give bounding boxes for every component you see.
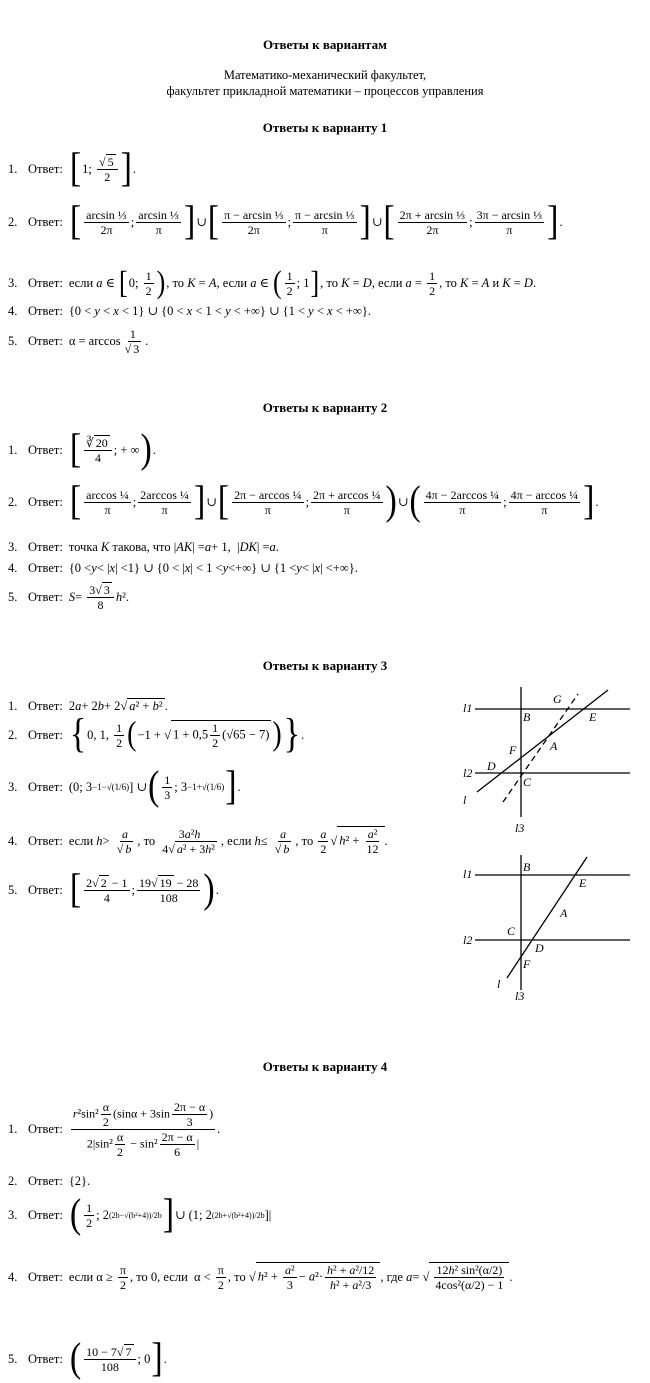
variant-3-title: Ответы к варианту 3 [262,658,388,673]
svg-text:A: A [559,906,568,920]
geometry-figure-1: l1 l2 l l3 B G E F A D C [463,687,630,835]
variant-2-answer-4: 4. Ответ: {0 < y < |x| <1} ∪ {0 < |x| < … [8,560,358,576]
variant-2-answer-3: 3. Ответ: точка K такова, что |AK| = a +… [8,540,279,554]
variant-2-title: Ответы к варианту 2 [262,400,388,415]
faculty-line-1: Математико-механический факультет, [223,68,427,82]
label-A: A [549,739,558,753]
label-l1: l1 [463,701,472,715]
svg-text:C: C [507,924,516,938]
variant-4-title: Ответы к варианту 4 [262,1059,388,1074]
variant-4-answer-2: 2. Ответ: {2}. [8,1174,91,1188]
svg-text:E: E [578,876,587,890]
label-l: l [463,793,467,807]
label-G: G [553,692,562,706]
label-l2: l2 [463,766,472,780]
variant-1-answer-4: 4. Ответ: {0 < y < x < 1} ∪ {0 < x < 1 <… [8,303,371,319]
label-D: D [486,759,496,773]
page-title: Ответы к вариантам [263,37,387,52]
label-l3: l3 [515,821,524,835]
svg-text:l1: l1 [463,867,472,881]
label-B: B [523,710,531,724]
svg-text:l2: l2 [463,933,472,947]
svg-text:l: l [497,977,501,991]
svg-text:F: F [522,957,531,971]
label-C: C [523,775,532,789]
geometry-figure-2: l1 l2 l l3 B E A C D F [463,855,630,1003]
svg-text:l3: l3 [515,989,524,1003]
label-E: E [588,710,597,724]
answer-label: Ответ: [28,161,63,176]
variant-1-title: Ответы к варианту 1 [262,120,388,135]
svg-text:B: B [523,860,531,874]
answer-number: 1. [8,161,18,176]
faculty-line-2: факультет прикладной математики – процес… [166,84,484,98]
label-F: F [508,743,517,757]
svg-text:D: D [534,941,544,955]
